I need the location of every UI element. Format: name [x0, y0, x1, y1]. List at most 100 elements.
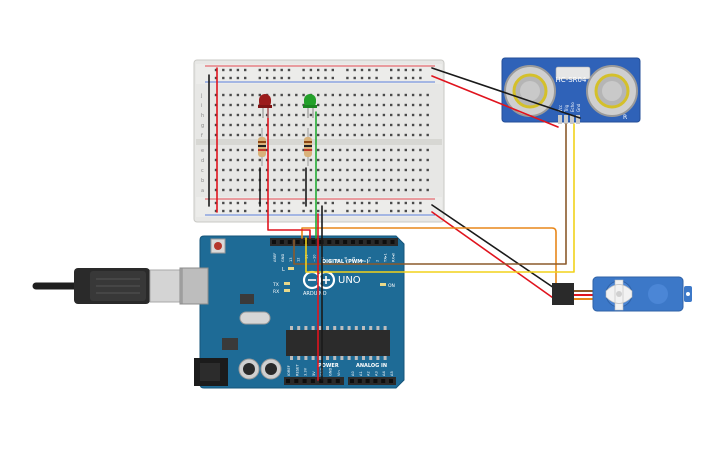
- breadboard-hole[interactable]: [273, 68, 276, 72]
- breadboard-hole[interactable]: [375, 168, 378, 172]
- breadboard-hole[interactable]: [368, 188, 371, 192]
- breadboard-hole[interactable]: [229, 178, 232, 182]
- breadboard-hole[interactable]: [244, 201, 247, 205]
- breadboard-hole[interactable]: [346, 76, 349, 80]
- breadboard-hole[interactable]: [273, 178, 276, 182]
- breadboard-hole[interactable]: [353, 209, 356, 213]
- breadboard-hole[interactable]: [346, 68, 349, 72]
- breadboard-hole[interactable]: [214, 113, 218, 117]
- breadboard-hole[interactable]: [411, 188, 415, 192]
- breadboard-hole[interactable]: [273, 188, 276, 192]
- breadboard-hole[interactable]: [324, 123, 327, 127]
- breadboard-hole[interactable]: [426, 168, 429, 172]
- breadboard-hole[interactable]: [280, 201, 283, 205]
- breadboard-hole[interactable]: [419, 133, 422, 137]
- breadboard-hole[interactable]: [353, 148, 356, 152]
- breadboard-hole[interactable]: [287, 123, 291, 127]
- breadboard-hole[interactable]: [273, 113, 276, 117]
- breadboard-hole[interactable]: [287, 133, 291, 137]
- breadboard-hole[interactable]: [360, 168, 364, 172]
- breadboard-hole[interactable]: [397, 168, 400, 172]
- breadboard-hole[interactable]: [346, 148, 349, 152]
- breadboard-hole[interactable]: [309, 133, 313, 137]
- led-green[interactable]: [303, 94, 317, 118]
- breadboard-hole[interactable]: [375, 133, 378, 137]
- breadboard-hole[interactable]: [411, 178, 415, 182]
- breadboard-hole[interactable]: [236, 113, 240, 117]
- breadboard-hole[interactable]: [353, 76, 356, 80]
- breadboard-hole[interactable]: [302, 113, 305, 117]
- breadboard-hole[interactable]: [244, 113, 247, 117]
- breadboard-hole[interactable]: [309, 76, 313, 80]
- breadboard-hole[interactable]: [244, 148, 247, 152]
- breadboard-hole[interactable]: [222, 168, 225, 172]
- breadboard-hole[interactable]: [251, 133, 254, 137]
- breadboard-hole[interactable]: [353, 68, 356, 72]
- digital-pin[interactable]: [374, 240, 379, 244]
- breadboard-hole[interactable]: [419, 103, 422, 107]
- breadboard-hole[interactable]: [360, 113, 364, 117]
- wire-servo-gnd[interactable]: [431, 204, 561, 293]
- breadboard-hole[interactable]: [214, 93, 218, 97]
- breadboard-hole[interactable]: [287, 148, 291, 152]
- breadboard-hole[interactable]: [265, 76, 269, 80]
- breadboard-hole[interactable]: [273, 93, 276, 97]
- breadboard-hole[interactable]: [382, 93, 386, 97]
- breadboard-hole[interactable]: [419, 168, 422, 172]
- breadboard-hole[interactable]: [229, 168, 232, 172]
- analog-header[interactable]: [348, 377, 396, 385]
- breadboard-hole[interactable]: [236, 123, 240, 127]
- breadboard-hole[interactable]: [331, 168, 334, 172]
- breadboard-hole[interactable]: [404, 113, 407, 117]
- breadboard-hole[interactable]: [346, 123, 349, 127]
- breadboard-hole[interactable]: [295, 103, 298, 107]
- breadboard-hole[interactable]: [368, 103, 371, 107]
- breadboard-hole[interactable]: [360, 209, 364, 213]
- breadboard-hole[interactable]: [368, 178, 371, 182]
- breadboard-hole[interactable]: [382, 168, 386, 172]
- breadboard-hole[interactable]: [222, 113, 225, 117]
- breadboard-hole[interactable]: [353, 168, 356, 172]
- servo-connector[interactable]: [552, 283, 574, 305]
- breadboard-hole[interactable]: [302, 188, 305, 192]
- breadboard-hole[interactable]: [222, 209, 225, 213]
- breadboard-hole[interactable]: [214, 201, 218, 205]
- breadboard-hole[interactable]: [390, 133, 393, 137]
- breadboard-hole[interactable]: [295, 133, 298, 137]
- breadboard-hole[interactable]: [353, 188, 356, 192]
- breadboard-hole[interactable]: [331, 68, 334, 72]
- breadboard-hole[interactable]: [382, 148, 386, 152]
- breadboard-hole[interactable]: [338, 113, 342, 117]
- breadboard-hole[interactable]: [214, 103, 218, 107]
- breadboard-hole[interactable]: [382, 133, 386, 137]
- breadboard-hole[interactable]: [317, 148, 320, 152]
- breadboard-hole[interactable]: [338, 178, 342, 182]
- breadboard-hole[interactable]: [382, 103, 386, 107]
- breadboard-hole[interactable]: [280, 188, 283, 192]
- breadboard-hole[interactable]: [331, 133, 334, 137]
- breadboard-hole[interactable]: [295, 123, 298, 127]
- breadboard-hole[interactable]: [331, 113, 334, 117]
- breadboard-hole[interactable]: [317, 93, 320, 97]
- digital-pin[interactable]: [327, 240, 332, 244]
- breadboard-hole[interactable]: [244, 103, 247, 107]
- breadboard-hole[interactable]: [273, 123, 276, 127]
- breadboard-hole[interactable]: [331, 188, 334, 192]
- breadboard-hole[interactable]: [265, 123, 269, 127]
- breadboard-hole[interactable]: [265, 148, 269, 152]
- breadboard-hole[interactable]: [346, 158, 349, 162]
- wire-sensor-gnd[interactable]: [431, 67, 581, 119]
- breadboard-hole[interactable]: [404, 93, 407, 97]
- breadboard-hole[interactable]: [258, 123, 261, 127]
- breadboard-hole[interactable]: [302, 178, 305, 182]
- breadboard-hole[interactable]: [397, 158, 400, 162]
- breadboard-hole[interactable]: [426, 188, 429, 192]
- breadboard-hole[interactable]: [222, 93, 225, 97]
- breadboard-hole[interactable]: [229, 209, 232, 213]
- breadboard-hole[interactable]: [331, 148, 334, 152]
- breadboard-hole[interactable]: [222, 133, 225, 137]
- breadboard-hole[interactable]: [404, 68, 407, 72]
- breadboard-hole[interactable]: [419, 113, 422, 117]
- power-pin[interactable]: [302, 379, 307, 383]
- breadboard-hole[interactable]: [287, 158, 291, 162]
